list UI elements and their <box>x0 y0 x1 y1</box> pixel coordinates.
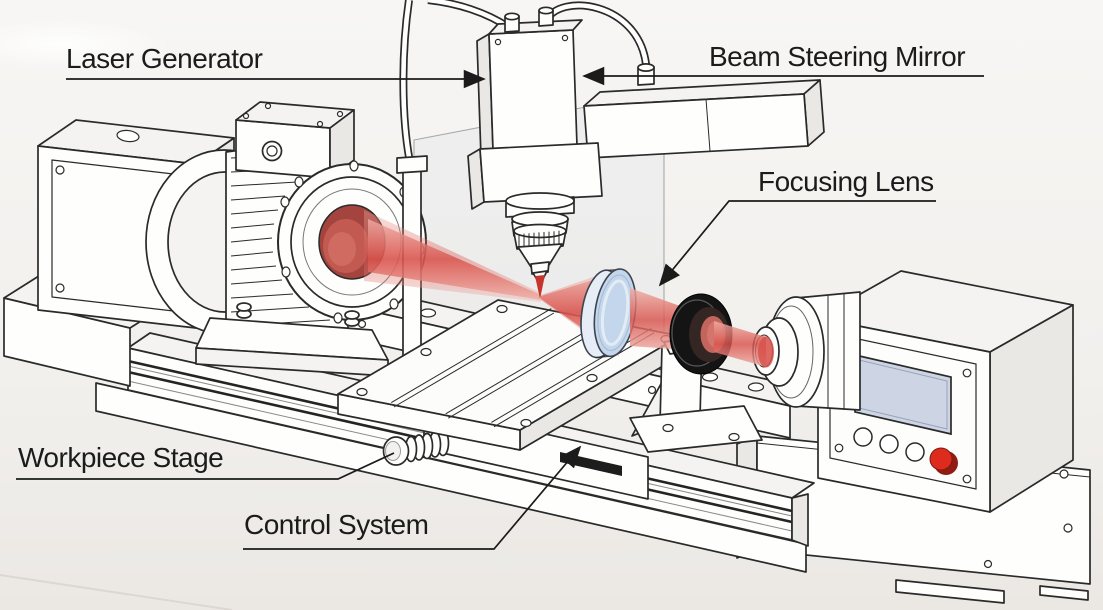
callout-laser-generator: Laser Generator <box>66 43 263 74</box>
junction-box <box>235 119 331 179</box>
focusing-lens <box>580 268 637 359</box>
panel-button-3 <box>905 442 925 462</box>
leader-workpiece-stage <box>16 452 395 480</box>
callout-focusing-lens: Focusing Lens <box>758 166 934 197</box>
beam-focus-tip <box>535 275 545 299</box>
callout-workpiece-stage: Workpiece Stage <box>18 442 224 473</box>
floor-edge <box>0 574 233 610</box>
laser-beam-segment-2 <box>714 321 766 367</box>
callout-control-system: Control System <box>244 509 429 540</box>
laser-head <box>427 0 825 284</box>
background-highlight <box>0 18 172 70</box>
t-slots <box>391 308 655 428</box>
emergency-stop-button <box>929 447 953 471</box>
stage-handwheel <box>382 429 450 466</box>
callout-beam-steering-mirror: Beam Steering Mirror <box>709 41 966 72</box>
panel-button-2 <box>879 434 899 454</box>
callout-leaders <box>16 66 984 550</box>
leader-focusing-lens <box>658 200 936 287</box>
beam-steering-mirror-housing <box>488 29 578 151</box>
panel-button-1 <box>853 427 873 447</box>
control-unit <box>736 270 1091 604</box>
spindle-chuck <box>752 291 861 411</box>
motor-assembly <box>3 101 427 387</box>
leader-control-system <box>243 445 582 550</box>
nozzle <box>505 192 575 284</box>
beam-entry <box>758 336 774 368</box>
